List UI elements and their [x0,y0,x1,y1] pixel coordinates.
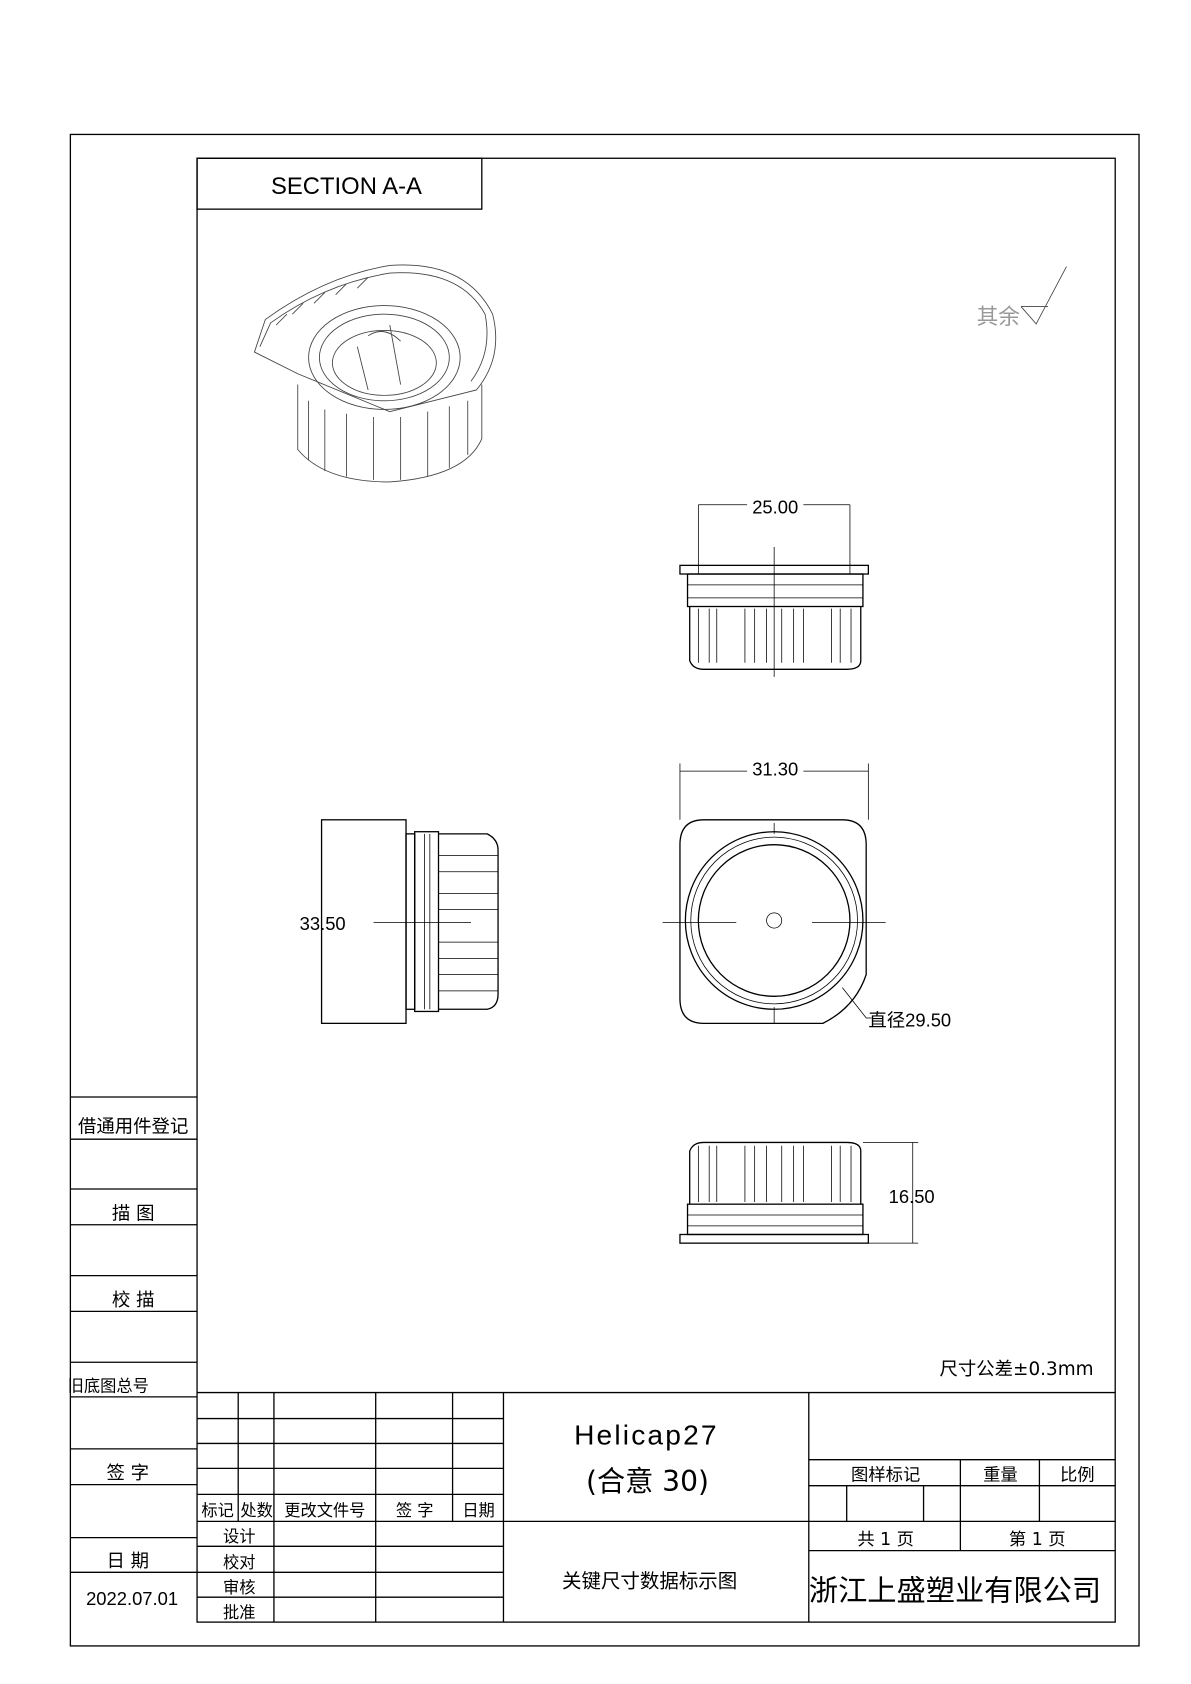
sample-mark-label: 图样标记 [851,1465,920,1485]
dimension-diameter: 直径29.50 [868,1010,951,1031]
part-variant: (合意 30) [586,1465,709,1498]
date-label: 日 期 [106,1551,149,1572]
isometric-view [253,264,497,483]
header-count: 处数 [240,1501,272,1520]
front-view-top: 25.00 [679,496,869,677]
inner-frame [196,157,1116,1623]
dimension-square-width: 31.30 [752,758,798,779]
section-label-box [196,157,483,210]
dimension-top-width: 25.00 [752,496,798,517]
side-view: 33.50 [300,819,499,1025]
header-signature: 签 字 [396,1501,434,1520]
front-view-bottom: 16.50 [679,1141,935,1244]
role-approve: 批准 [223,1603,255,1622]
borrowed-parts-label: 借通用件登记 [78,1117,188,1138]
role-design: 设计 [223,1527,255,1546]
drawing-title: 关键尺寸数据标示图 [562,1569,737,1592]
header-date: 日期 [462,1501,494,1520]
signature-label: 签 字 [106,1463,149,1484]
old-drawing-number-label: 旧底图总号 [68,1376,149,1395]
role-proofread: 校对 [223,1553,255,1572]
dimension-bottom-height: 16.50 [889,1186,935,1207]
plan-view: 31.30 直径29.50 [662,758,951,1031]
left-registration-column: 借通用件登记 描 图 校 描 旧底图总号 签 字 日 期 2022.07.01 [68,1096,198,1609]
company-name: 浙江上盛塑业有限公司 [809,1573,1101,1607]
section-label: SECTION A-A [271,173,422,200]
weight-label: 重量 [983,1465,1018,1485]
tracing-label: 描 图 [112,1203,155,1224]
surface-roughness-symbol: 其余 [977,266,1067,330]
tolerance-note: 尺寸公差±0.3mm [939,1359,1093,1380]
surface-note: 其余 [977,305,1021,330]
dimension-side-height: 33.50 [300,913,346,934]
part-name: Helicap27 [574,1420,719,1451]
check-tracing-label: 校 描 [112,1290,155,1311]
page-number: 第 1 页 [1009,1530,1066,1550]
outer-border [69,133,1140,1647]
header-change-doc: 更改文件号 [284,1501,365,1520]
title-block: 标记 处数 更改文件号 签 字 日期 设计 校对 审核 批准 Helicap27… [197,1391,1116,1623]
header-mark: 标记 [201,1501,233,1520]
date-value: 2022.07.01 [86,1588,178,1609]
role-review: 审核 [223,1578,255,1597]
total-pages: 共 1 页 [857,1530,914,1550]
scale-label: 比例 [1060,1465,1095,1485]
